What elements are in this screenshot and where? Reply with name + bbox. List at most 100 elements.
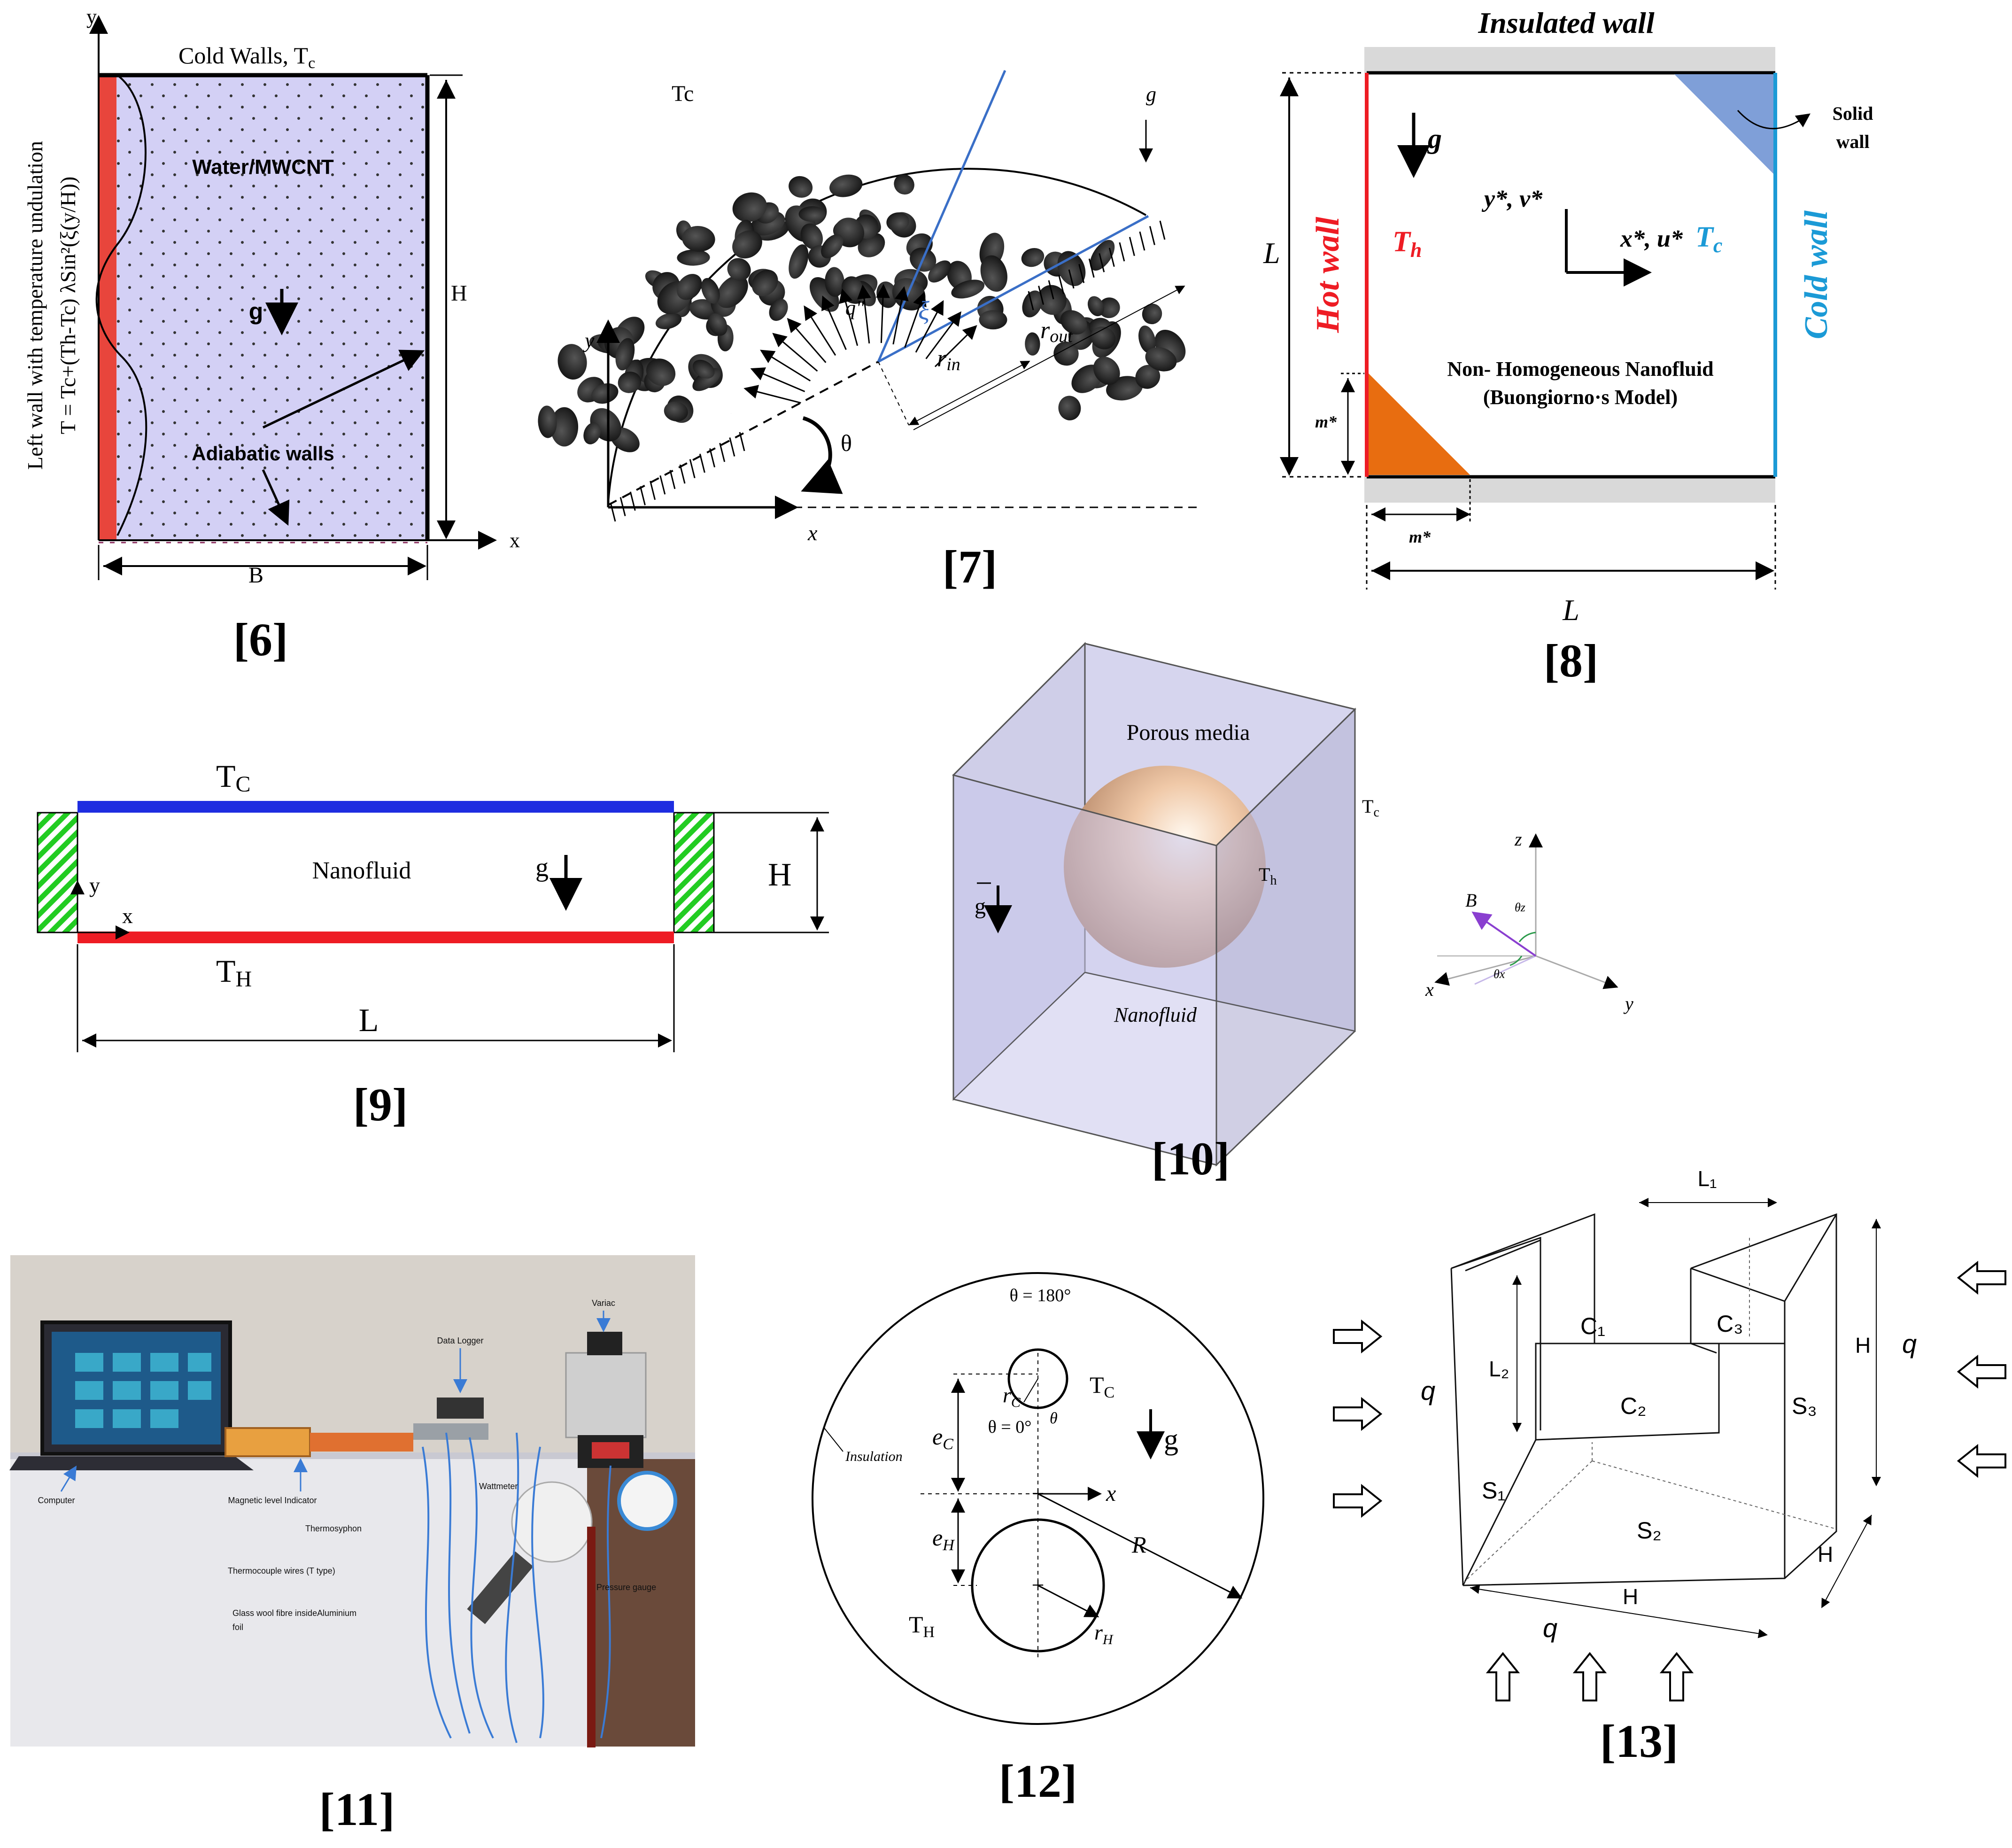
th-label: Th <box>1259 864 1277 888</box>
tc-label: Tc <box>672 81 694 106</box>
data-logger-device <box>437 1398 484 1419</box>
y-label: y <box>1623 993 1633 1014</box>
variac-device <box>565 1352 647 1438</box>
fluid-label-1: Non- Homogeneous Nanofluid <box>1447 357 1713 380</box>
q-bottom-label: q <box>1543 1613 1557 1643</box>
heat-flux-arrow <box>750 367 805 392</box>
m-left-label: m* <box>1315 412 1337 431</box>
porous-particle <box>1145 347 1177 372</box>
z-label: z <box>1514 829 1522 850</box>
hatch-mark <box>709 448 715 467</box>
heat-flux-block-arrow <box>1333 1483 1383 1518</box>
panel-9: TC TH Nanofluid g y x H L [9] <box>37 758 829 1131</box>
porous-particle <box>677 249 710 266</box>
hatch-mark <box>1048 280 1054 300</box>
heat-flux-arrow <box>772 333 818 372</box>
heat-flux-arrow <box>892 286 909 345</box>
r-in-label: rin <box>937 345 960 374</box>
caption-11: [11] <box>319 1783 395 1835</box>
porous-particle <box>732 192 767 222</box>
heat-flux-block-arrow <box>1957 1260 2006 1295</box>
tc-label: TC <box>216 758 251 797</box>
theta-top-label: θ = 180° <box>1010 1286 1071 1305</box>
hatch-mark <box>1129 237 1135 256</box>
porous-particle <box>1058 396 1081 420</box>
porous-particle <box>829 174 863 197</box>
magnetic-level-indicator <box>224 1427 311 1457</box>
hatch-mark <box>699 453 705 473</box>
right-hatch-block <box>673 812 715 933</box>
gravity-label: g <box>1427 123 1442 154</box>
caption-7: [7] <box>943 541 998 593</box>
porous-particle <box>1093 357 1120 385</box>
H-depth-dimension <box>1821 1514 1872 1608</box>
cold-wall-top <box>77 801 674 813</box>
cold-wall-label: Cold wall <box>1798 210 1834 339</box>
solid-wall-bottom-left <box>1369 373 1470 475</box>
L-bottom-label: L <box>1562 593 1579 627</box>
porous-particle <box>1098 297 1120 318</box>
hatch-mark <box>729 437 735 457</box>
porous-particles <box>538 174 1186 452</box>
thermosyphon-tube <box>467 1551 534 1624</box>
fluid-label: Nanofluid <box>312 857 411 884</box>
label-thermosyphon: Thermosyphon <box>305 1524 362 1533</box>
rh-label: rH <box>1094 1620 1114 1647</box>
porous-particle <box>1057 251 1086 286</box>
porous-particle <box>886 212 910 232</box>
porous-particle <box>692 359 715 379</box>
heat-flux-block-arrow <box>1659 1652 1694 1701</box>
solid-wall-label-2: wall <box>1836 131 1869 152</box>
hatch-mark <box>1119 242 1125 262</box>
wall-hatching <box>610 220 1166 522</box>
heat-flux-arrow <box>925 311 961 359</box>
hatch-mark <box>610 502 616 522</box>
solid-wall-label-1: Solid <box>1833 103 1873 124</box>
heat-flux-arrow <box>857 284 871 344</box>
hot-wall-undulation <box>99 75 116 540</box>
x-label: x <box>1106 1481 1116 1506</box>
porous-particle <box>1021 248 1045 267</box>
caption-10: [10] <box>1152 1133 1230 1185</box>
porous-particle <box>769 298 788 321</box>
porous-particle <box>1053 342 1079 366</box>
porous-particle <box>615 338 635 371</box>
label-variac: Variac <box>592 1298 615 1308</box>
C2-label: C₂ <box>1620 1393 1647 1419</box>
th-label: Th <box>1393 226 1422 262</box>
label-pressure-gauge: Pressure gauge <box>596 1583 656 1592</box>
side-label-line1: Left wall with temperature undulation <box>23 141 47 470</box>
panel-10: Porous media Nanofluid Tc Th g z x y B θ… <box>952 642 1633 1185</box>
hatch-mark <box>1099 253 1105 272</box>
hatch-mark <box>1088 258 1095 278</box>
porous-particle <box>732 230 762 259</box>
label-glass-wool-1: Glass wool fibre insideAluminium <box>232 1608 356 1618</box>
theta-x-label: θx <box>1494 967 1505 981</box>
panel-6: y x Cold Walls, Tc Water/MWCNT g Adiabat… <box>23 5 520 666</box>
svg-text:+: + <box>1031 1573 1044 1598</box>
porous-particle <box>979 310 1007 330</box>
porous-particle <box>664 401 688 422</box>
gravity-label: g <box>249 298 263 325</box>
caption-13: [13] <box>1600 1715 1679 1767</box>
theta-bottom-label: θ = 0° <box>988 1417 1032 1437</box>
porous-particle <box>1090 240 1115 271</box>
tc-label: Tc <box>1362 796 1379 820</box>
sector-dashed <box>608 361 879 506</box>
label-magnetic-level: Magnetic level Indicator <box>228 1496 317 1505</box>
porous-particle <box>798 206 826 222</box>
hatch-mark <box>1058 275 1065 294</box>
m-bottom-label: m* <box>1409 528 1431 546</box>
heat-flux-block-arrow <box>1572 1652 1607 1701</box>
H-label: H <box>768 857 792 893</box>
outer-enclosure <box>812 1272 1264 1725</box>
th-label: TH <box>909 1611 935 1641</box>
porous-particle <box>1142 303 1162 325</box>
porous-particle <box>894 174 914 195</box>
heat-flux-block-arrow <box>1486 1652 1520 1701</box>
heat-flux-arrow <box>915 300 944 353</box>
porous-particle <box>980 255 1007 292</box>
heat-flux-block-arrow <box>1333 1319 1383 1354</box>
hatch-mark <box>689 459 696 479</box>
hatch-mark <box>1078 264 1085 283</box>
